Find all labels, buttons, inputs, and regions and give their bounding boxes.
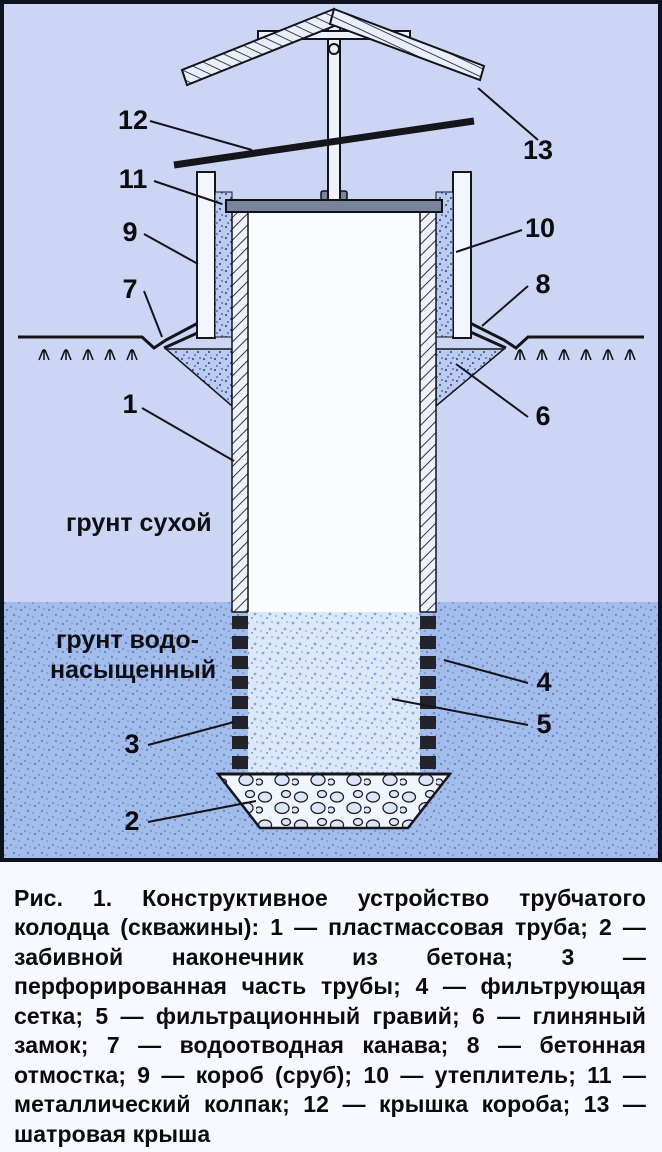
leader-lines bbox=[141, 87, 539, 823]
post-bolt bbox=[328, 43, 340, 55]
pipe-wall-left bbox=[231, 207, 249, 613]
label-dry-soil: грунт сухой bbox=[66, 509, 212, 537]
metal-cap bbox=[225, 199, 443, 213]
roof-crossbar bbox=[257, 30, 411, 40]
callout-6: 6 bbox=[535, 401, 550, 431]
label-saturated-soil-line2: насыщенный bbox=[50, 656, 216, 684]
insulation-right bbox=[435, 191, 454, 338]
box-lid bbox=[173, 117, 475, 169]
diagram-frame: 12 13 11 9 10 7 8 6 1 4 5 3 2 грунт сухо… bbox=[0, 0, 662, 862]
callout-1: 1 bbox=[122, 389, 137, 419]
filter-gravel bbox=[248, 612, 420, 774]
callout-2: 2 bbox=[124, 806, 139, 836]
roof-slope-right bbox=[328, 7, 486, 82]
label-saturated-soil-line1: грунт водо- bbox=[56, 626, 199, 654]
callout-5: 5 bbox=[536, 709, 551, 739]
well-schematic: 12 13 11 9 10 7 8 6 1 4 5 3 2 грунт сухо… bbox=[4, 4, 658, 858]
insulation-left bbox=[214, 191, 233, 338]
callout-13: 13 bbox=[523, 135, 553, 165]
figure-caption: Рис. 1. Конструктивное устройство трубча… bbox=[14, 885, 646, 1147]
box-wall-right bbox=[452, 171, 472, 339]
callout-10: 10 bbox=[525, 213, 555, 243]
pipe-wall-right bbox=[419, 207, 437, 613]
callout-9: 9 bbox=[122, 217, 137, 247]
callout-11: 11 bbox=[119, 164, 148, 194]
callout-12: 12 bbox=[118, 105, 148, 135]
callout-4: 4 bbox=[536, 667, 551, 697]
callout-7: 7 bbox=[122, 274, 137, 304]
callout-8: 8 bbox=[535, 269, 550, 299]
callout-3: 3 bbox=[124, 729, 139, 759]
